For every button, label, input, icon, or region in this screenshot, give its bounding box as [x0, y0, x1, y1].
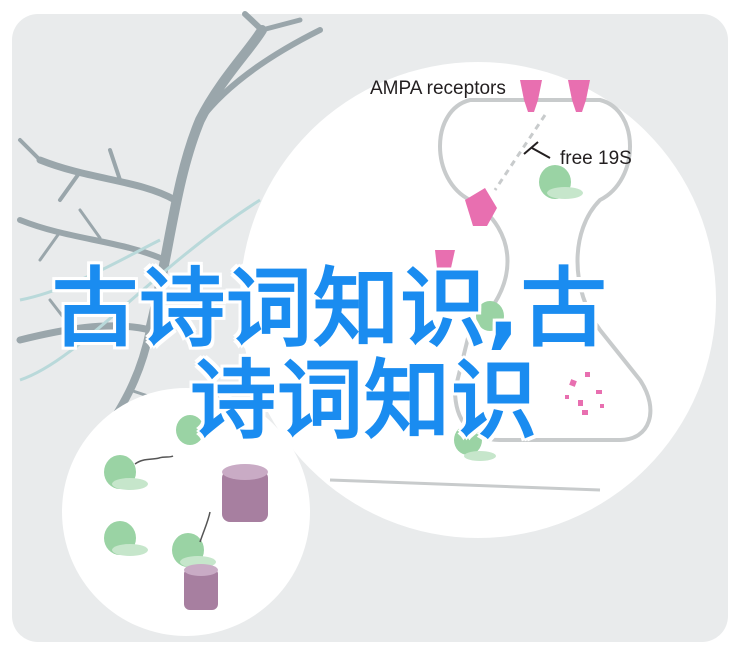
trafficking-arrow [493, 114, 547, 191]
proteasome-group-small [104, 415, 216, 568]
zoom-circle-large [240, 62, 716, 538]
inhibition-arrow-icon [523, 141, 551, 159]
overlay-title-line1: 古诗词知识,古 [52, 259, 608, 359]
proteasome-20s-purple [184, 464, 268, 610]
proteasome-19s-icon-lower [454, 425, 496, 461]
label-free-19s: free 19S [560, 148, 632, 169]
proteasome-19s-icon [539, 165, 583, 199]
neuron-dendrite [16, 11, 323, 444]
overlay-title-line2: 诗词知识 [190, 351, 538, 451]
ubiquitin-chain-icon [134, 396, 220, 543]
psd-baseline [329, 478, 601, 492]
ampa-receptor-icon [520, 80, 590, 112]
ampa-receptor-internalized [465, 188, 497, 226]
zoom-circle-small [62, 388, 310, 636]
neuron-axon-teal [19, 198, 261, 382]
receptor-mid-row [435, 250, 455, 278]
label-ampa-receptors: AMPA receptors [370, 78, 506, 99]
degraded-fragments [565, 372, 604, 415]
proteasome-19s-icon-mid [476, 301, 504, 331]
